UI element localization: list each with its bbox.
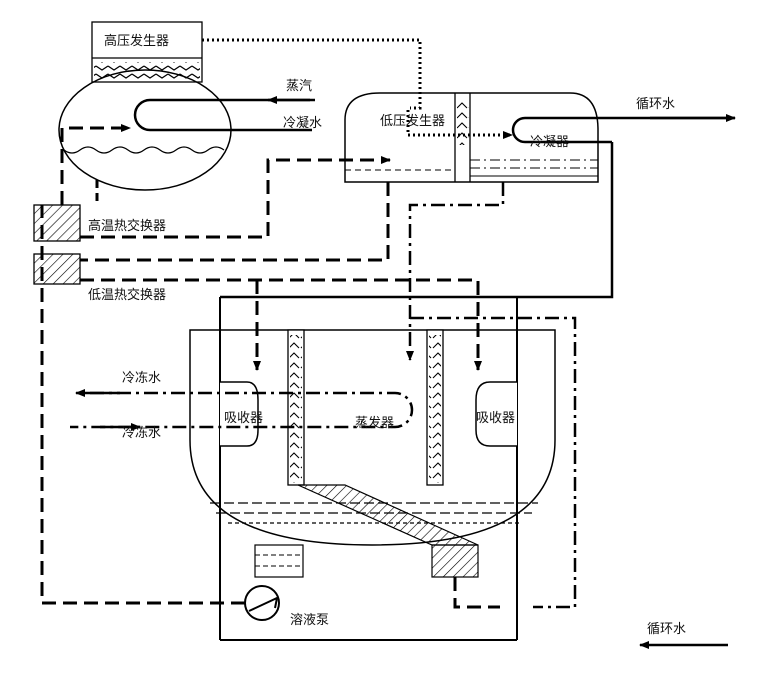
absorber-evaporator-vessel <box>189 297 556 641</box>
label-high-temp-heat-exchanger: 高温热交换器 <box>88 218 166 234</box>
label-high-pressure-generator: 高压发生器 <box>104 33 169 49</box>
high-pressure-generator <box>58 21 312 191</box>
refrigerant-vapor-line-2 <box>406 110 513 139</box>
label-condenser: 冷凝器 <box>530 134 569 150</box>
label-cooling-water-out: 循环水 <box>636 97 675 112</box>
label-low-pressure-generator: 低压发生器 <box>380 113 445 129</box>
label-absorber-left: 吸收器 <box>224 411 263 426</box>
label-chilled-water-out: 冷冻水 <box>122 370 161 386</box>
cooling-water-pipe <box>220 142 614 299</box>
zigzag-coil-icon <box>94 62 200 80</box>
label-steam: 蒸汽 <box>286 79 312 94</box>
label-evaporator: 蒸发器 <box>355 415 394 431</box>
label-absorber-right: 吸收器 <box>476 411 515 426</box>
label-cooling-water-in: 循环水 <box>647 622 686 637</box>
label-low-temp-heat-exchanger: 低温热交换器 <box>88 287 166 303</box>
solution-pump <box>244 585 280 621</box>
pump-icon <box>244 585 280 621</box>
label-condensate: 冷凝水 <box>283 115 322 131</box>
label-chilled-water-in: 冷冻水 <box>122 425 161 441</box>
label-solution-pump: 溶液泵 <box>290 613 329 628</box>
refrigerant-vapor-line <box>202 38 422 110</box>
